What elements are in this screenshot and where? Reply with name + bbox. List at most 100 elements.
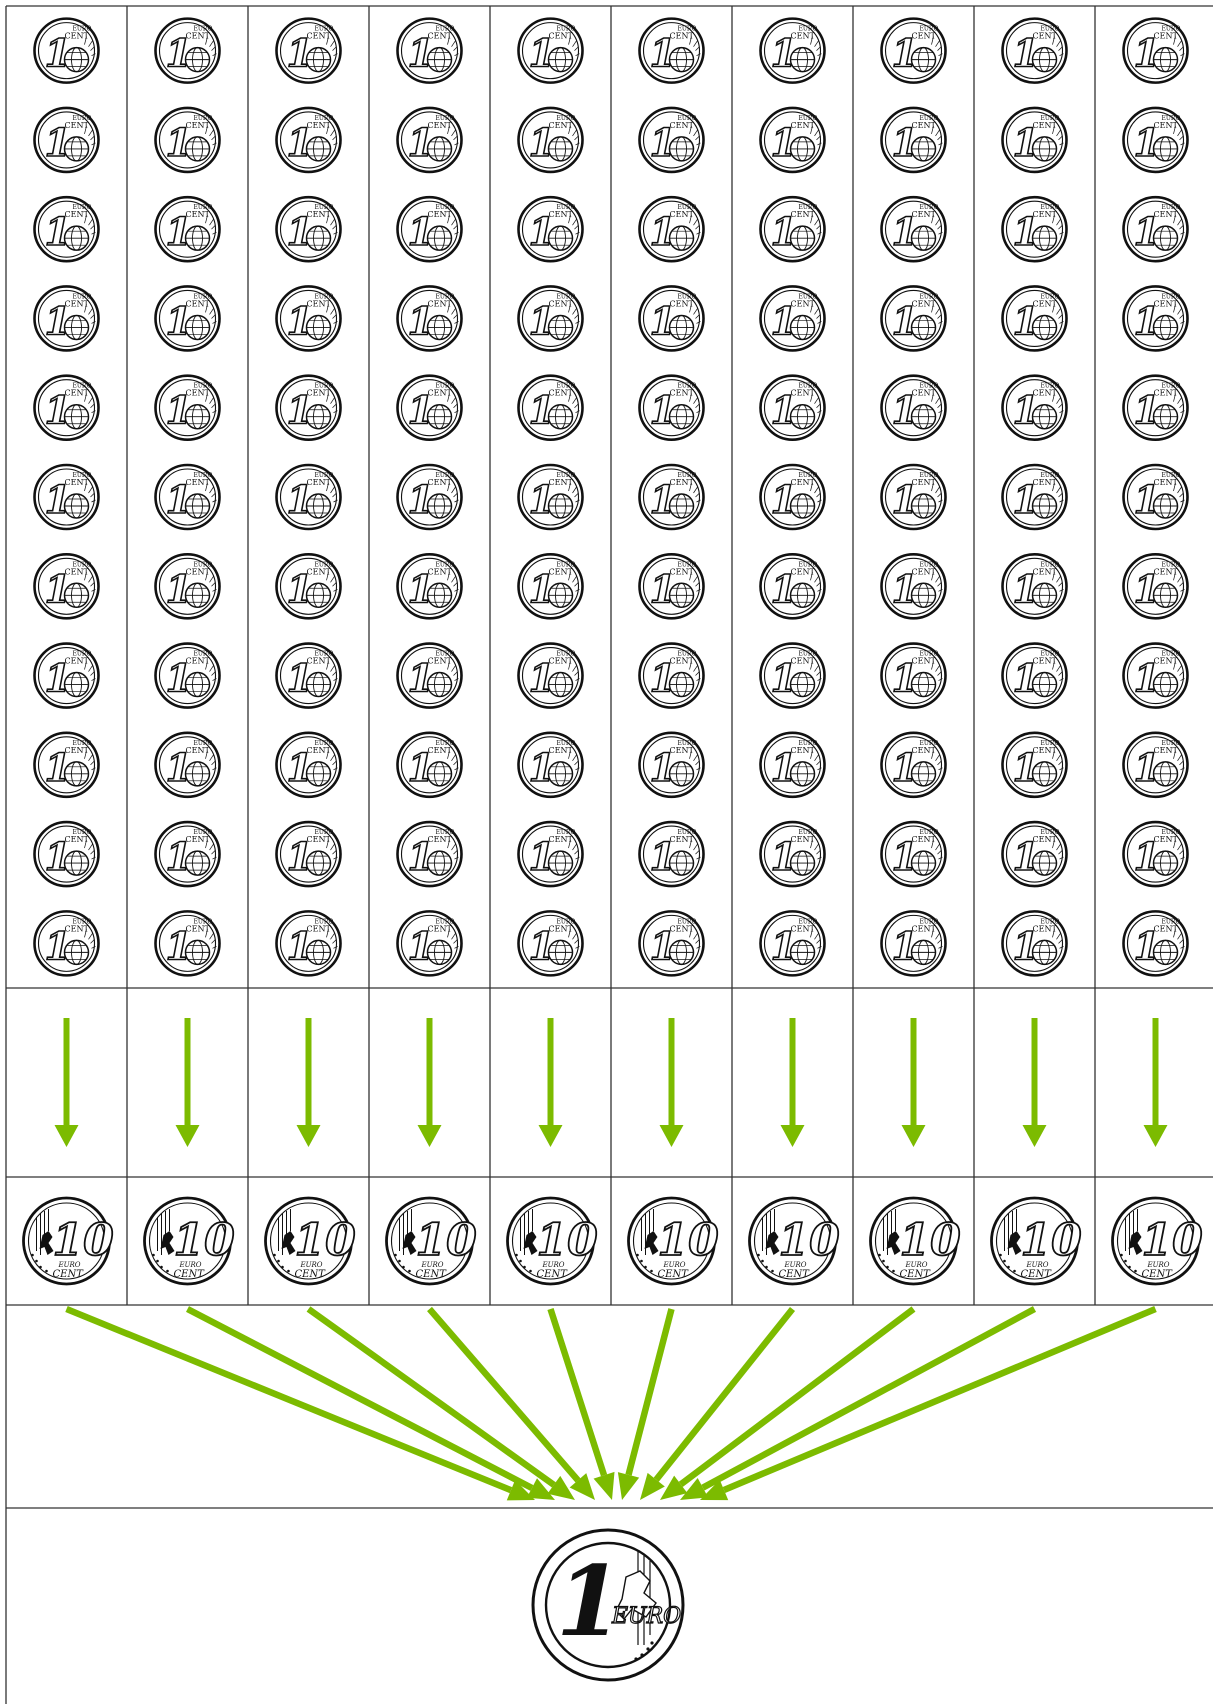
one-cent-coin-icon [519, 108, 583, 172]
one-cent-coin-icon [761, 911, 825, 975]
down-arrowhead [176, 1125, 200, 1147]
one-cent-coin-icon [156, 822, 220, 886]
one-cent-coin-icon [1003, 286, 1067, 350]
one-cent-coin-icon [1003, 554, 1067, 618]
merge-arrow [188, 1309, 532, 1488]
one-cent-coin-icon [761, 644, 825, 708]
one-cent-coin-icon [398, 286, 462, 350]
ten-cent-coin-row [24, 1198, 1204, 1284]
one-cent-coin-icon [35, 286, 99, 350]
ten-cent-coin-icon [992, 1198, 1083, 1284]
one-cent-coin-icon [277, 465, 341, 529]
one-cent-coin-icon [277, 554, 341, 618]
down-arrowhead [1144, 1125, 1168, 1147]
one-cent-coin-icon [1003, 644, 1067, 708]
one-cent-coin-icon [35, 376, 99, 440]
down-arrowhead [55, 1125, 79, 1147]
one-cent-coin-icon [1003, 376, 1067, 440]
one-cent-coin-icon [35, 108, 99, 172]
down-arrowhead [297, 1125, 321, 1147]
one-cent-coin-icon [35, 911, 99, 975]
one-cent-coin-icon [882, 108, 946, 172]
one-cent-coin-icon [35, 465, 99, 529]
one-cent-coin-icon [761, 197, 825, 261]
one-cent-coin-icon [398, 822, 462, 886]
ten-cent-coin-icon [750, 1198, 841, 1284]
one-cent-coin-icon [1124, 554, 1188, 618]
one-cent-coin-icon [1003, 733, 1067, 797]
merge-arrow [551, 1309, 605, 1475]
one-cent-coin-icon [398, 108, 462, 172]
one-cent-coin-icon [1003, 19, 1067, 83]
one-cent-coin-icon [882, 465, 946, 529]
one-cent-coin-icon [519, 911, 583, 975]
down-arrowhead [902, 1125, 926, 1147]
one-cent-coin-icon [1124, 376, 1188, 440]
one-cent-coin-icon [882, 554, 946, 618]
one-cent-coin-icon [882, 286, 946, 350]
ten-cent-coin-icon [1113, 1198, 1204, 1284]
one-cent-coin-icon [640, 197, 704, 261]
merge-arrow [703, 1309, 1035, 1488]
one-cent-coin-icon [761, 19, 825, 83]
down-arrowhead [781, 1125, 805, 1147]
one-cent-coin-icon [882, 19, 946, 83]
down-arrowhead [539, 1125, 563, 1147]
one-cent-coin-icon [398, 644, 462, 708]
one-cent-coin-icon [156, 19, 220, 83]
one-cent-coin-icon [1124, 822, 1188, 886]
one-cent-coin-icon [156, 554, 220, 618]
one-cent-coin-icon [519, 822, 583, 886]
one-cent-coin-icon [640, 19, 704, 83]
one-cent-coin-icon [277, 108, 341, 172]
one-cent-coin-icon [640, 911, 704, 975]
one-cent-coin-icon [35, 19, 99, 83]
down-arrowhead [1023, 1125, 1047, 1147]
one-cent-coin-icon [1124, 465, 1188, 529]
one-cent-coin-icon [519, 19, 583, 83]
one-cent-coin-icon [277, 911, 341, 975]
one-cent-coin-icon [761, 465, 825, 529]
one-cent-coin-icon [398, 465, 462, 529]
one-cent-coin-icon [156, 733, 220, 797]
one-cent-coin-icon [35, 644, 99, 708]
one-cent-coin-icon [1003, 465, 1067, 529]
one-cent-coin-icon [882, 911, 946, 975]
one-cent-coin-icon [1003, 911, 1067, 975]
ten-cent-coin-icon [508, 1198, 599, 1284]
one-cent-coin-icon [761, 286, 825, 350]
one-cent-coin-icon [35, 197, 99, 261]
merge-arrow [67, 1309, 511, 1490]
one-cent-coin-icon [1124, 197, 1188, 261]
one-cent-coin-icon [519, 376, 583, 440]
one-cent-coin-icon [519, 197, 583, 261]
one-cent-coin-icon [277, 19, 341, 83]
one-cent-coin-icon [398, 197, 462, 261]
one-euro-coin-area [533, 1530, 683, 1680]
one-cent-coin-icon [398, 554, 462, 618]
one-cent-coin-icon [1124, 911, 1188, 975]
one-cent-coin-icon [640, 554, 704, 618]
one-cent-coin-icon [277, 733, 341, 797]
one-cent-coin-icon [156, 108, 220, 172]
one-cent-coin-icon [1003, 108, 1067, 172]
one-cent-coin-icon [882, 644, 946, 708]
one-cent-coin-icon [277, 822, 341, 886]
one-euro-coin-icon [533, 1530, 683, 1680]
one-cent-coin-icon [761, 376, 825, 440]
one-cent-coin-icon [35, 733, 99, 797]
one-cent-coin-icon [519, 465, 583, 529]
one-cent-coin-icon [640, 376, 704, 440]
one-cent-coin-icon [519, 554, 583, 618]
one-cent-coin-icon [156, 911, 220, 975]
one-cent-coin-icon [398, 376, 462, 440]
one-cent-coin-icon [882, 197, 946, 261]
one-cent-coin-icon [640, 644, 704, 708]
one-cent-coin-icon [35, 822, 99, 886]
ten-cent-coin-icon [145, 1198, 236, 1284]
down-arrowhead [660, 1125, 684, 1147]
one-cent-coin-icon [761, 108, 825, 172]
one-cent-coin-icon [882, 733, 946, 797]
one-cent-coin-icon [640, 108, 704, 172]
converging-arrows [67, 1309, 1156, 1500]
